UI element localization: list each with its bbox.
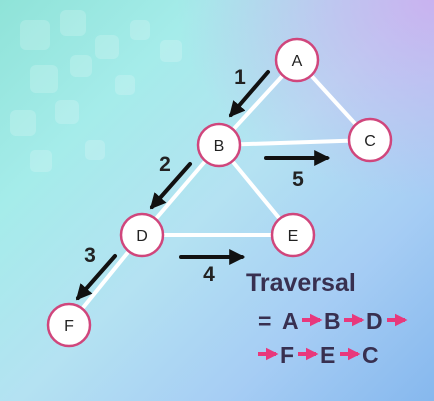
node-label-c: C — [364, 133, 376, 150]
step-arrow-2 — [149, 162, 192, 210]
node-a: A — [274, 37, 320, 83]
node-label-d: D — [136, 228, 148, 245]
edge-b-c — [217, 138, 372, 147]
traversal-node-e: E — [320, 342, 335, 368]
node-f: F — [46, 302, 92, 348]
traversal-equals: = — [258, 308, 278, 334]
node-d: D — [119, 212, 165, 258]
node-label-b: B — [214, 138, 225, 155]
node-label-a: A — [292, 53, 303, 70]
step-label-1: 1 — [234, 66, 246, 89]
step-arrow-1 — [228, 70, 270, 118]
step-arrows — [75, 70, 331, 301]
traversal-block: Traversal = A B D F E C — [246, 269, 408, 368]
background-tiles — [10, 10, 182, 172]
traversal-node-a: A — [282, 308, 299, 334]
traversal-node-c: C — [362, 342, 379, 368]
node-c: C — [347, 117, 393, 163]
step-arrow-3 — [75, 254, 117, 301]
traversal-title: Traversal — [246, 269, 356, 297]
step-labels: 1 2 3 4 5 — [84, 66, 304, 286]
traversal-node-f: F — [280, 342, 294, 368]
traversal-node-d: D — [366, 308, 383, 334]
node-label-f: F — [64, 318, 74, 335]
node-e: E — [270, 212, 316, 258]
nodes: A B C D E F — [46, 37, 393, 348]
step-label-3: 3 — [84, 244, 96, 267]
step-label-4: 4 — [203, 263, 215, 286]
node-b: B — [196, 122, 242, 168]
node-label-e: E — [288, 228, 299, 245]
step-label-5: 5 — [292, 168, 304, 191]
traversal-node-b: B — [324, 308, 341, 334]
step-label-2: 2 — [159, 153, 171, 176]
